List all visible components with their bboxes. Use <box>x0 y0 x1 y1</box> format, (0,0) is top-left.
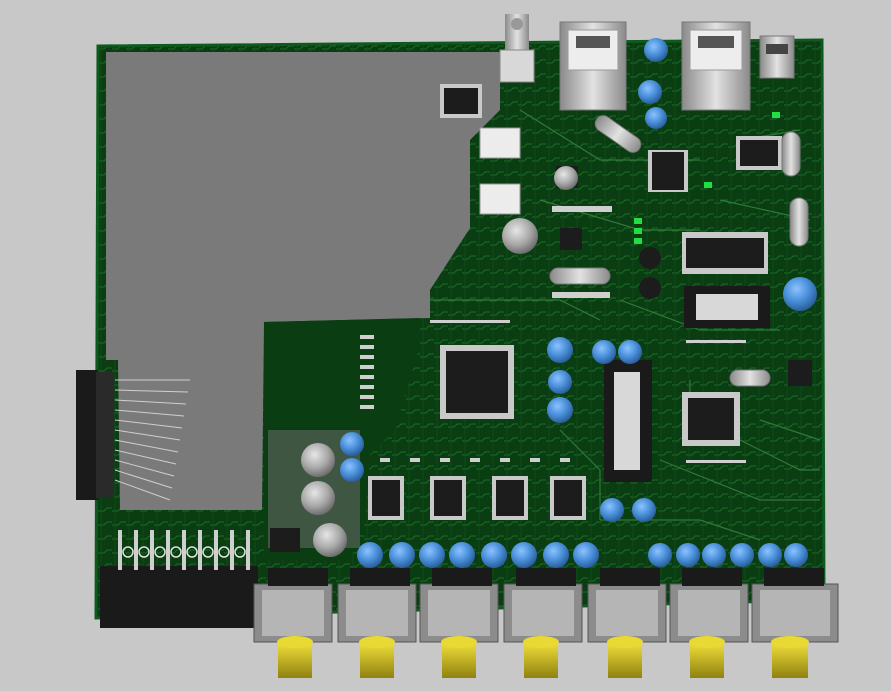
green-leds <box>634 112 780 244</box>
dark-capacitors <box>639 247 661 299</box>
crystals <box>549 115 809 387</box>
pcb-board <box>94 38 826 620</box>
usb-port-2 <box>681 21 751 111</box>
copper-pour-left <box>106 52 500 510</box>
rca-jacks <box>253 568 839 678</box>
rca-jack-2 <box>337 583 417 678</box>
main-mcu-qfp <box>440 345 514 419</box>
blue-capacitors-large <box>547 38 817 423</box>
mini-usb-port <box>759 35 795 79</box>
audio-codec-qfp <box>682 392 740 446</box>
long-soic-ic <box>682 232 768 274</box>
box-header-jtag <box>684 286 770 328</box>
rca-jack-6 <box>669 583 749 678</box>
left-edge-connector <box>76 370 190 501</box>
rca-jack-5 <box>587 583 667 678</box>
usb-port-1 <box>559 21 627 111</box>
bnc-connector <box>499 14 535 83</box>
tactile-buttons <box>479 127 538 254</box>
box-header-vertical <box>604 360 652 482</box>
opamp-row <box>368 476 586 520</box>
rca-jack-4 <box>503 583 583 678</box>
soic-ic-upper <box>440 84 482 118</box>
grey-capacitors <box>301 166 578 557</box>
rca-jack-7 <box>751 583 839 678</box>
usb-hub-ic <box>736 136 782 170</box>
rca-jack-1 <box>253 583 333 678</box>
pin-header-block <box>100 530 258 628</box>
rca-jack-3 <box>419 583 499 678</box>
passive-components <box>360 320 746 463</box>
pin-strip <box>552 206 612 298</box>
blue-capacitors-small <box>340 340 808 568</box>
usb-controller-tssop <box>648 150 688 192</box>
